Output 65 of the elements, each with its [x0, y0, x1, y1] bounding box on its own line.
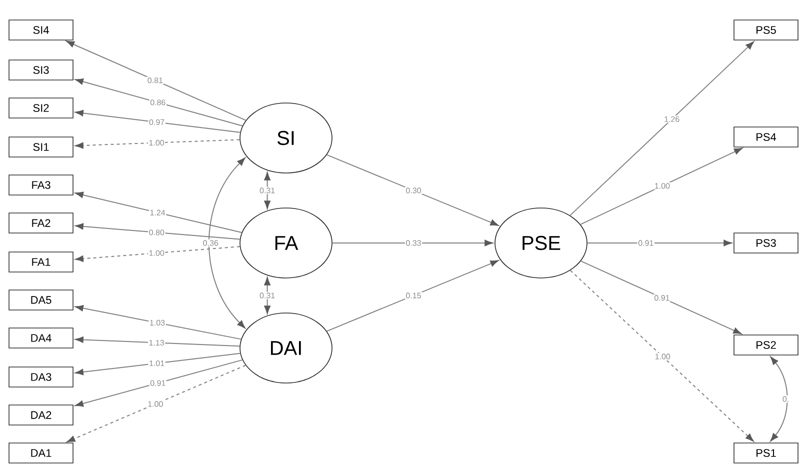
edge-label: 0.91 — [149, 379, 166, 387]
arrow — [75, 352, 241, 376]
edge-label: 1.00 — [146, 400, 164, 408]
edge-label: 1.00 — [654, 352, 672, 360]
indicator-box: SI2 — [8, 98, 74, 118]
edge-label: 0.36 — [202, 239, 220, 247]
edge-label: 1.03 — [148, 319, 166, 326]
edge-label: 0.15 — [404, 292, 422, 300]
indicator-box: DA4 — [8, 328, 74, 348]
edge-label: 1.26 — [663, 116, 680, 123]
edge-label: 0.91 — [653, 294, 671, 302]
indicator-box: DA5 — [8, 290, 74, 310]
indicator-box: PS2 — [734, 334, 798, 356]
indicator-box: SI1 — [8, 136, 74, 158]
edge-label: 0.33 — [404, 239, 422, 247]
indicator-box: DA1 — [8, 442, 74, 464]
arrow — [580, 148, 742, 225]
indicator-box: DA2 — [8, 404, 74, 426]
edge-label: 0.81 — [146, 76, 164, 84]
arrow — [75, 223, 240, 240]
indicator-box: SI4 — [8, 20, 74, 40]
edge-label: 1.13 — [148, 339, 166, 346]
arrow — [75, 192, 242, 233]
arrow — [66, 364, 246, 442]
edge-label: 0.86 — [149, 98, 166, 106]
arrow — [75, 110, 241, 133]
arrow — [770, 356, 788, 442]
arrow — [264, 172, 270, 209]
edge-label: 0.91 — [637, 239, 654, 247]
arrow — [75, 359, 243, 407]
arrow — [580, 260, 742, 334]
indicator-box: FA3 — [8, 174, 74, 196]
edge-label: 1.24 — [148, 208, 166, 216]
indicator-box: PS1 — [734, 442, 798, 464]
arrow — [326, 260, 499, 332]
arrow — [208, 158, 246, 328]
indicator-box: FA2 — [8, 212, 74, 234]
edge-label: 0.31 — [258, 292, 276, 300]
edge-label: 0.31 — [258, 186, 276, 194]
edge-label: 0.30 — [404, 186, 422, 194]
arrow — [75, 246, 240, 262]
indicator-box: PS5 — [734, 20, 798, 40]
arrow — [264, 277, 270, 314]
edge-label: 1.01 — [148, 360, 166, 367]
arrow — [75, 78, 243, 126]
edge-label: 1.00 — [148, 249, 166, 257]
indicator-box: PS3 — [734, 232, 798, 254]
indicator-box: DA3 — [8, 366, 74, 388]
edge-label: 1.00 — [654, 182, 671, 190]
indicator-box: SI3 — [8, 60, 74, 80]
arrow — [570, 270, 754, 442]
arrow — [332, 240, 493, 246]
arrow — [75, 336, 240, 347]
edge-label: 1.00 — [148, 139, 166, 146]
indicator-box: FA1 — [8, 252, 74, 272]
edge-label: 0.80 — [148, 228, 166, 236]
edge-label: 0. — [782, 395, 790, 403]
arrow — [326, 154, 499, 226]
indicator-box: PS4 — [734, 126, 798, 148]
arrow — [570, 41, 754, 216]
arrow — [75, 139, 240, 149]
arrow — [75, 305, 242, 340]
edge-label: 0.97 — [148, 118, 166, 126]
arrow — [66, 40, 246, 121]
arrow — [586, 240, 732, 246]
